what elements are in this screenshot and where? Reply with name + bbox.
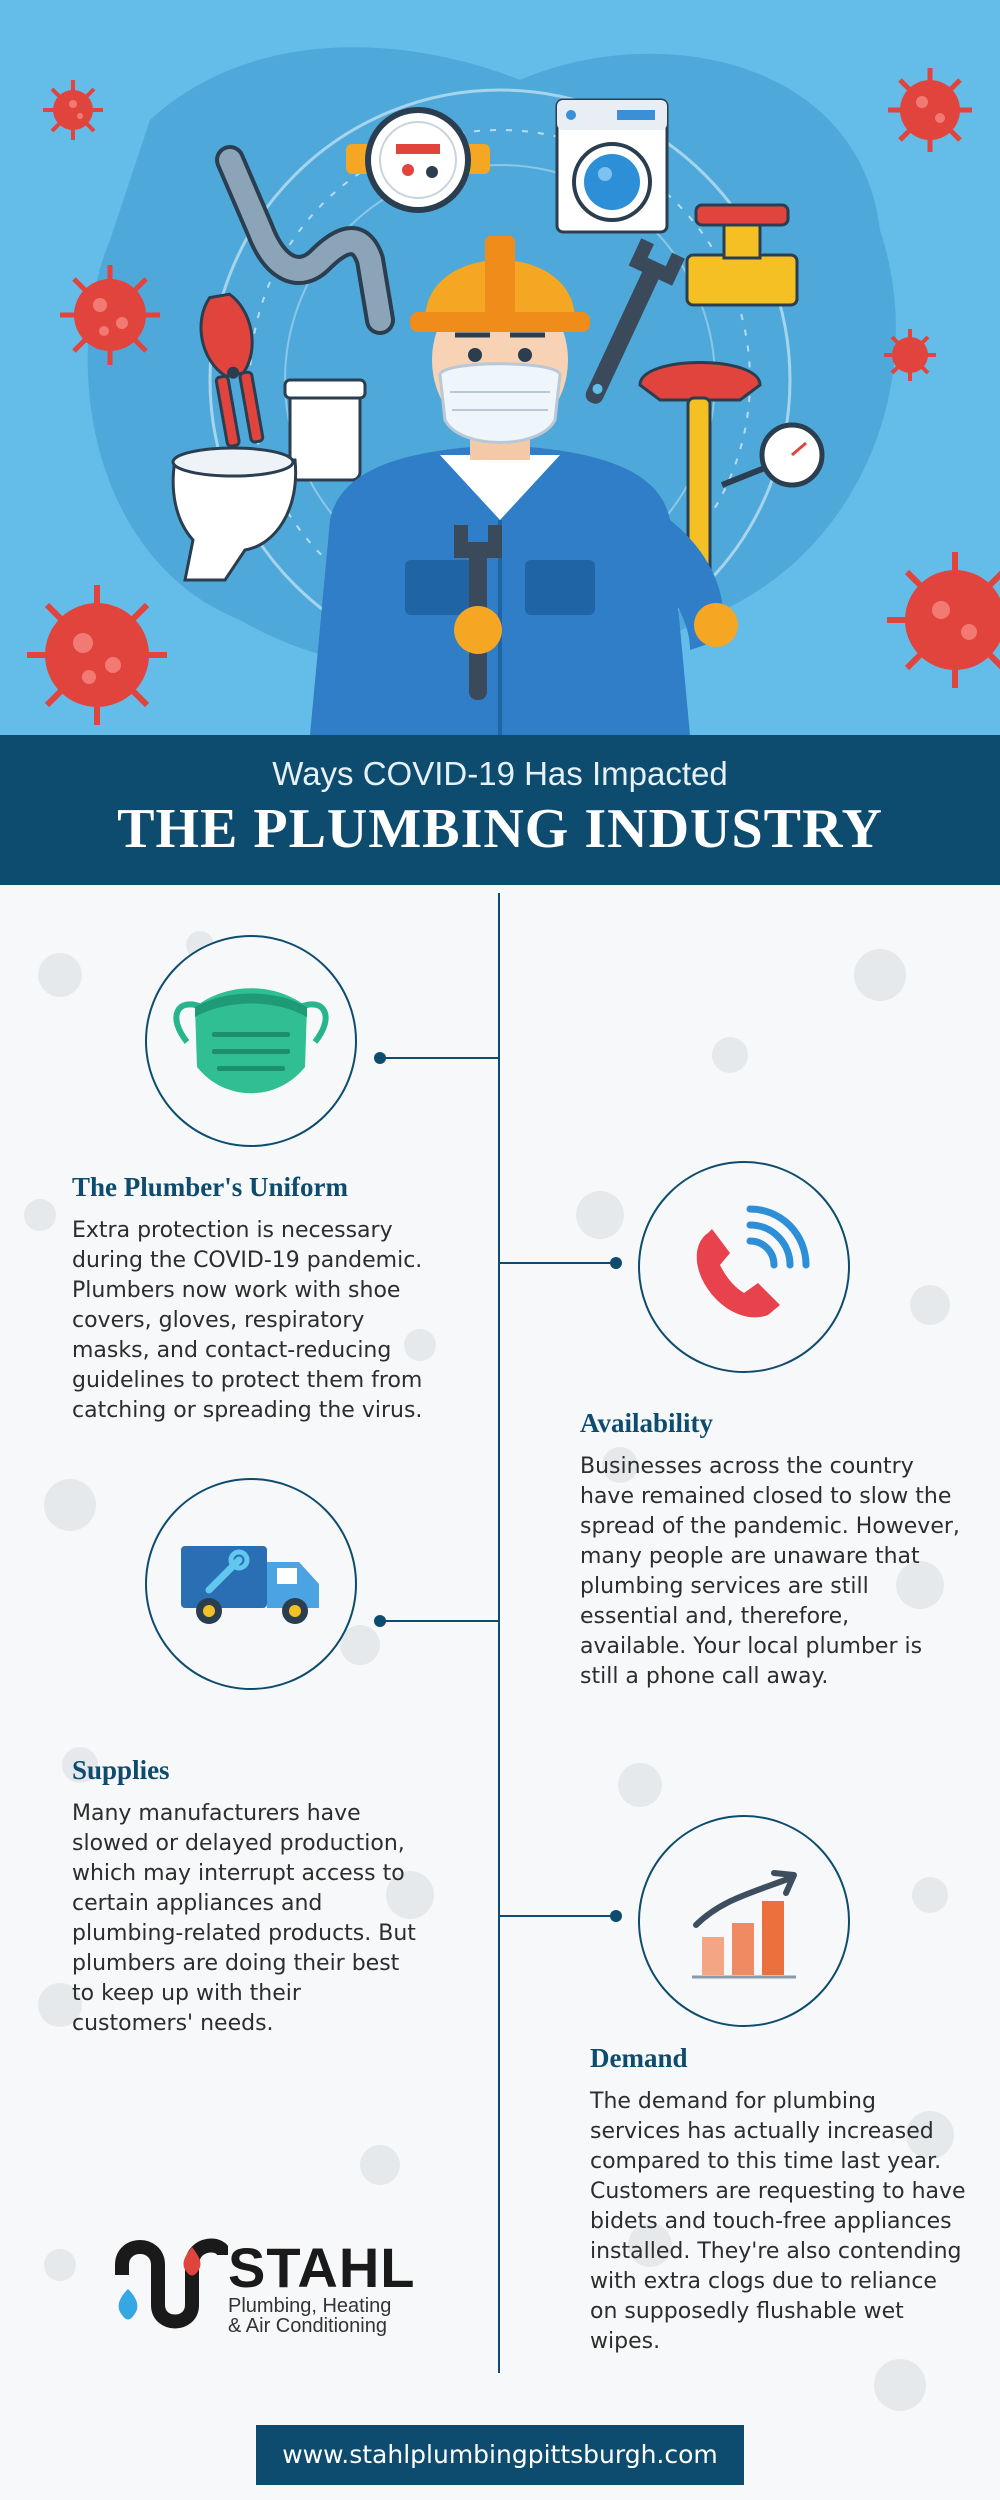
wrench-icon [585, 238, 685, 404]
demand-icon-circle [638, 1815, 850, 2027]
logo-name: STAHL [228, 2236, 416, 2299]
hero-illustration [0, 0, 1000, 735]
supplies-icon-circle [145, 1478, 357, 1690]
logo-tagline-1: Plumbing, Heating [228, 2295, 392, 2317]
connector-dot-3 [374, 1615, 386, 1627]
availability-title: Availability [580, 1408, 714, 1438]
connector-4 [500, 1915, 616, 1917]
connector-dot-2 [610, 1257, 622, 1269]
uniform-title: The Plumber's Uniform [72, 1172, 348, 1202]
pipe-logo-icon [115, 2238, 228, 2329]
supplies-title: Supplies [72, 1755, 170, 1785]
logo-tagline-2: & Air Conditioning [228, 2315, 387, 2337]
website-link[interactable]: www.stahlplumbingpittsburgh.com [256, 2425, 744, 2485]
uniform-body: Extra protection is necessary during the… [72, 1218, 423, 1423]
delivery-truck-icon [181, 1546, 319, 1624]
title-banner: Ways COVID-19 Has Impacted THE PLUMBING … [0, 735, 1000, 885]
face-mask-icon [173, 988, 329, 1094]
supplies-body: Many manufacturers have slowed or delaye… [72, 1801, 416, 2036]
demand-body: The demand for plumbing services has act… [590, 2089, 966, 2354]
valve-icon [685, 203, 799, 307]
banner-title: THE PLUMBING INDUSTRY [117, 798, 883, 860]
pliers-icon [199, 292, 265, 448]
demand-title: Demand [590, 2043, 688, 2073]
connector-1 [380, 1057, 498, 1059]
banner-subtitle: Ways COVID-19 Has Impacted [272, 755, 728, 792]
company-logo: STAHL Plumbing, Heating & Air Conditioni… [108, 2235, 428, 2337]
water-meter-icon [346, 107, 490, 213]
washing-machine-icon [555, 98, 669, 234]
timeline-line [498, 893, 500, 2373]
availability-icon-circle [638, 1161, 850, 1373]
virus-icon [27, 68, 1000, 725]
phone-icon [696, 1205, 810, 1318]
connector-dot-1 [374, 1052, 386, 1064]
pressure-gauge-icon [720, 422, 825, 488]
uniform-icon-circle [145, 935, 357, 1147]
availability-body: Businesses across the country have remai… [580, 1454, 960, 1689]
connector-dot-4 [610, 1910, 622, 1922]
pipe-icon [215, 145, 395, 335]
hand-wrench-icon [454, 525, 502, 700]
toilet-icon [171, 378, 367, 582]
growth-chart-icon [692, 1870, 797, 1979]
timeline-section: The Plumber's Uniform Extra protection i… [0, 885, 1000, 2500]
connector-2 [500, 1262, 616, 1264]
connector-3 [380, 1620, 498, 1622]
virus-pattern-background [24, 931, 954, 2465]
